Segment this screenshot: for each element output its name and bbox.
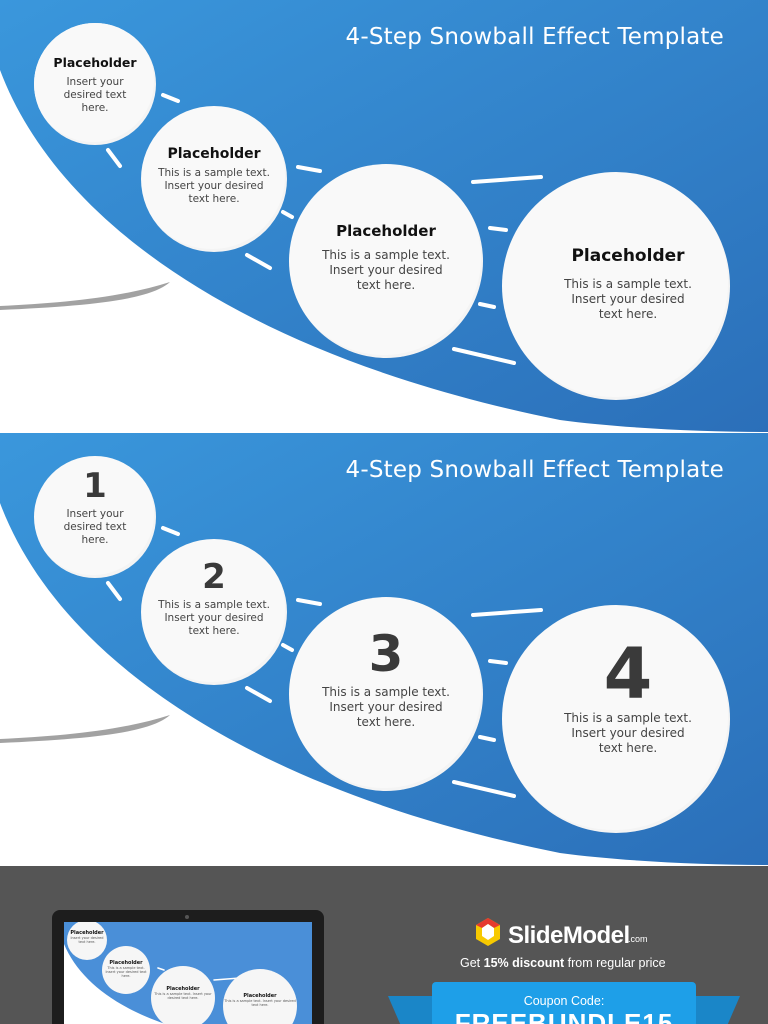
step-number: 2: [202, 557, 226, 597]
slidemodel-brand[interactable]: SlideModel .com: [474, 916, 674, 952]
snowball-step-3: Placeholder This is a sample text. Inser…: [289, 164, 483, 358]
slidemodel-logo-icon: [476, 918, 500, 946]
brand-suffix: .com: [628, 934, 648, 944]
discount-prefix: Get: [460, 956, 484, 970]
coupon-code[interactable]: FREEBUNDLE15: [454, 1008, 674, 1024]
slide-title: 4-Step Snowball Effect Template: [345, 24, 724, 50]
ball-heading: Placeholder: [167, 146, 261, 162]
snowball-step-1: 1 Insert your desired text here.: [34, 456, 156, 578]
slide-2: 4-Step Snowball Effect Template 1 Insert…: [0, 433, 768, 865]
mini-heading: Placeholder: [109, 960, 143, 966]
laptop-screen: Placeholder Insert your desired text her…: [64, 922, 312, 1024]
ball-heading: Placeholder: [571, 246, 685, 266]
ball-text: Insert your desired text here.: [63, 508, 127, 547]
ball-text: This is a sample text. Insert your desir…: [564, 711, 692, 755]
ball-text: This is a sample text. Insert your desir…: [158, 167, 270, 206]
snowball-step-2: 2 This is a sample text. Insert your des…: [141, 539, 287, 685]
mini-ball-4: Placeholder This is a sample text. Inser…: [223, 969, 297, 1024]
mini-heading: Placeholder: [243, 993, 277, 999]
mini-text: This is a sample text. Insert your desir…: [224, 999, 296, 1008]
discount-text: Get 15% discount from regular price: [460, 956, 666, 970]
snow-mound: [0, 573, 172, 741]
snowball-step-4: Placeholder This is a sample text. Inser…: [502, 172, 730, 400]
snow-slope: [0, 70, 768, 432]
slide-1: 4-Step Snowball Effect Template Placehol…: [0, 0, 768, 432]
snow-slope: [0, 503, 768, 865]
snowball-step-4: 4 This is a sample text. Insert your des…: [502, 605, 730, 833]
step-number: 3: [368, 625, 404, 683]
ribbon-center: [432, 982, 696, 1024]
mini-ball-1: Placeholder Insert your desired text her…: [67, 922, 107, 960]
brand-name: SlideModel: [508, 922, 630, 949]
snowball-step-3: 3 This is a sample text. Insert your des…: [289, 597, 483, 791]
ball-text: This is a sample text. Insert your desir…: [322, 685, 450, 729]
discount-amount: 15% discount: [483, 956, 565, 970]
coupon-ribbon[interactable]: Coupon Code: FREEBUNDLE15: [388, 982, 740, 1024]
step-number: 4: [603, 633, 653, 715]
ball-heading: Placeholder: [336, 222, 436, 240]
mini-ball-2: Placeholder This is a sample text. Inser…: [102, 946, 150, 994]
discount-suffix: from regular price: [564, 956, 666, 970]
ball-text: This is a sample text. Insert your desir…: [564, 277, 692, 321]
snow-mound: [0, 140, 172, 308]
promo-banner: Placeholder Insert your desired text her…: [0, 866, 768, 1024]
snowball-step-2: Placeholder This is a sample text. Inser…: [141, 106, 287, 252]
snowball-step-1: Placeholder Insert your desired text her…: [34, 23, 156, 145]
mini-text: This is a sample text. Insert your desir…: [154, 992, 212, 1001]
mini-text: Insert your desired text here.: [70, 936, 104, 945]
slide-title: 4-Step Snowball Effect Template: [345, 457, 724, 483]
laptop-preview: Placeholder Insert your desired text her…: [52, 910, 324, 1024]
motion-lines: [106, 93, 543, 365]
mini-ball-3: Placeholder This is a sample text. Inser…: [151, 966, 215, 1024]
camera-icon: [185, 915, 189, 919]
ball-text: This is a sample text. Insert your desir…: [322, 248, 450, 292]
ball-heading: Placeholder: [53, 55, 137, 70]
motion-lines: [106, 526, 543, 798]
mini-heading: Placeholder: [70, 930, 104, 936]
mini-heading: Placeholder: [166, 986, 200, 992]
ball-text: Insert your desired text here.: [63, 76, 127, 115]
coupon-label: Coupon Code:: [523, 994, 605, 1008]
mini-text: This is a sample text. Insert your desir…: [105, 966, 147, 979]
step-number: 1: [83, 466, 107, 506]
ball-text: This is a sample text. Insert your desir…: [158, 599, 270, 638]
